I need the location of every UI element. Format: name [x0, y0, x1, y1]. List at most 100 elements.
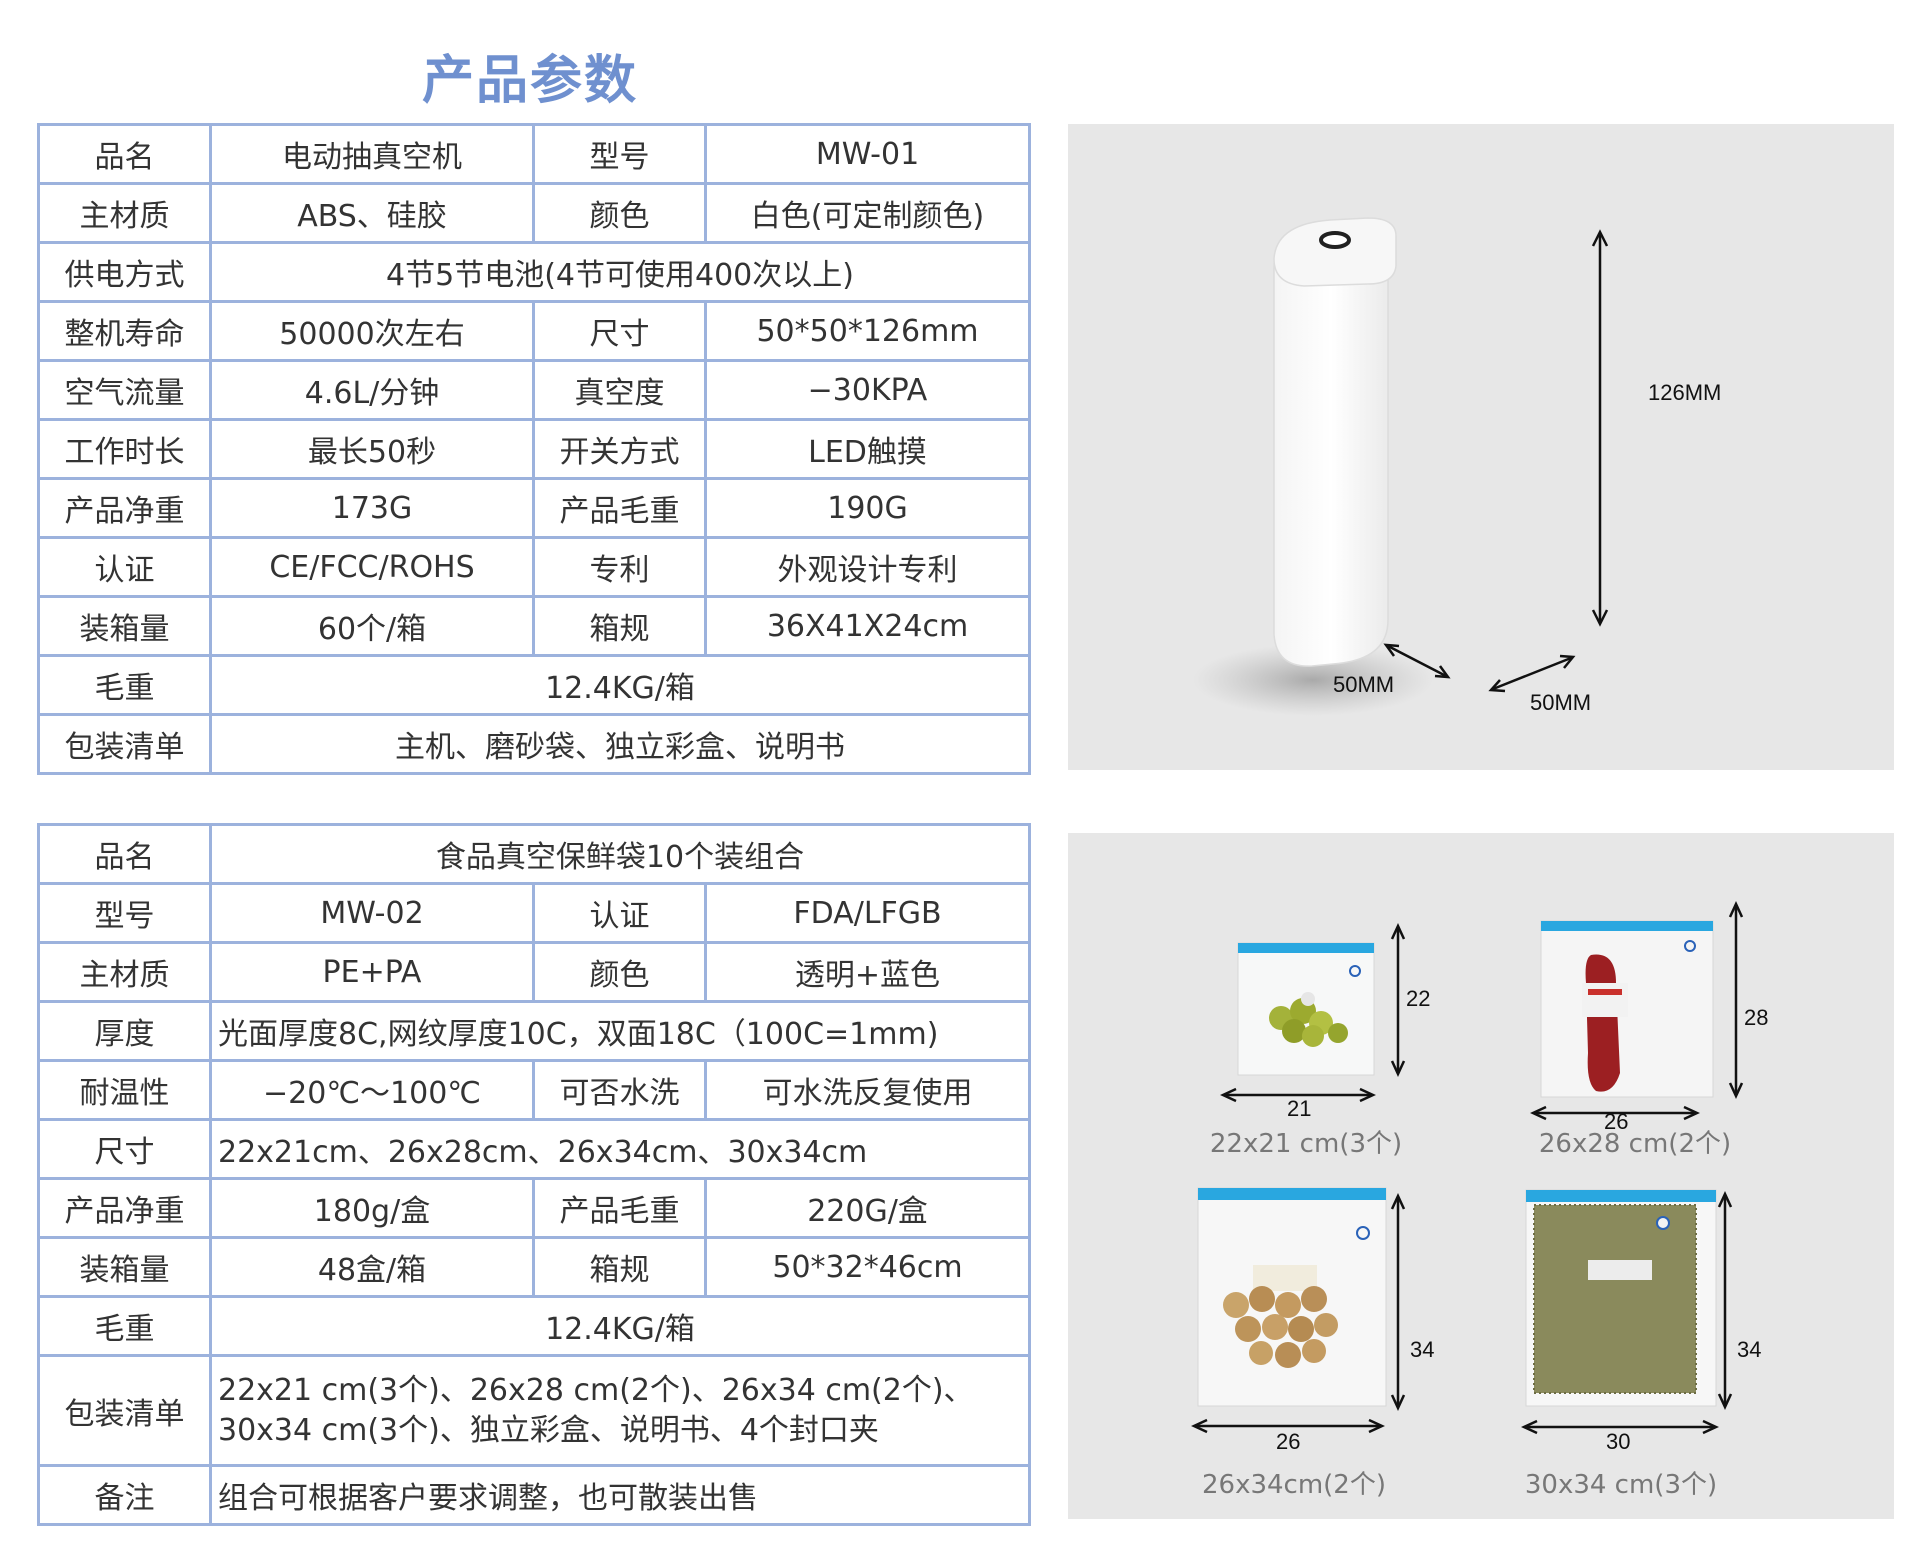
spec-label: 真空度 [532, 359, 707, 421]
spec-value: 外观设计专利 [704, 536, 1031, 598]
spec-label: 包装清单 [37, 1354, 212, 1467]
spec-label: 产品毛重 [532, 477, 707, 539]
bag-medium-meat [1540, 920, 1714, 1098]
table-row: 型号 MW-02 认证 FDA/LFGB [37, 882, 1031, 944]
spec-value: 22x21cm、26x28cm、26x34cm、30x34cm [209, 1118, 1031, 1180]
spec-label: 工作时长 [37, 418, 212, 480]
bag1-height-label: 22 [1406, 986, 1431, 1011]
width-dimension-label-right: 50MM [1530, 690, 1592, 715]
device-body [1273, 222, 1389, 667]
page-title: 产品参数 [421, 51, 638, 111]
depth-arrow-left-icon [1383, 643, 1451, 679]
table-row: 主材质 PE+PA 颜色 透明+蓝色 [37, 941, 1031, 1003]
bag4-dimension-arrows-icon [1521, 1191, 1733, 1435]
spec-label: 专利 [532, 536, 707, 598]
table-row: 包装清单 22x21 cm(3个)、26x28 cm(2个)、26x34 cm(… [37, 1354, 1031, 1467]
table-row: 尺寸 22x21cm、26x28cm、26x34cm、30x34cm [37, 1118, 1031, 1180]
bag3-width-label: 26 [1276, 1429, 1301, 1454]
power-button-icon [1319, 231, 1351, 249]
spec-value: LED触摸 [704, 418, 1031, 480]
spec-label: 厚度 [37, 1000, 212, 1062]
table-row: 装箱量 60个/箱 箱规 36X41X24cm [37, 595, 1031, 657]
spec-label: 箱规 [532, 595, 707, 657]
vacuum-bag-spec-table: 品名 食品真空保鲜袋10个装组合 型号 MW-02 认证 FDA/LFGB 主材… [37, 823, 1031, 1526]
table-row: 供电方式 4节5节电池(4节可使用400次以上) [37, 241, 1031, 303]
table-row: 备注 组合可根据客户要求调整，也可散装出售 [37, 1464, 1031, 1526]
bag2-caption: 26x28 cm(2个) [1538, 1129, 1732, 1159]
spec-label: 产品毛重 [532, 1177, 707, 1239]
table-row: 毛重 12.4KG/箱 [37, 654, 1031, 716]
spec-value: 最长50秒 [209, 418, 535, 480]
spec-value: 电动抽真空机 [209, 123, 535, 185]
bag-large-potatoes [1197, 1187, 1387, 1407]
height-dimension-label: 126MM [1648, 380, 1722, 405]
spec-value: 180g/盒 [209, 1177, 535, 1239]
table-row: 厚度 光面厚度8C,网纹厚度10C，双面18C（100C=1mm) [37, 1000, 1031, 1062]
spec-label: 可否水洗 [532, 1059, 707, 1121]
spec-label: 毛重 [37, 654, 212, 716]
spec-label: 尺寸 [532, 300, 707, 362]
width-dimension-label-left: 50MM [1333, 672, 1395, 697]
bag2-width-label: 26 [1604, 1109, 1629, 1134]
spec-value: 4节5节电池(4节可使用400次以上) [209, 241, 1031, 303]
spec-label: 装箱量 [37, 1236, 212, 1298]
bag1-width-label: 21 [1287, 1096, 1312, 1121]
table-row: 包装清单 主机、磨砂袋、独立彩盒、说明书 [37, 713, 1031, 775]
vacuum-bags-illustration [1191, 901, 1744, 1435]
bag2-dimension-arrows-icon [1530, 901, 1744, 1121]
bag3-dimension-arrows-icon [1191, 1193, 1406, 1434]
spec-value: PE+PA [209, 941, 535, 1003]
vacuum-pump-spec-table: 品名 电动抽真空机 型号 MW-01 主材质 ABS、硅胶 颜色 白色(可定制颜… [37, 123, 1031, 775]
spec-label: 品名 [37, 823, 212, 885]
spec-label: 箱规 [532, 1236, 707, 1298]
spec-value: 60个/箱 [209, 595, 535, 657]
height-arrow-icon [1591, 229, 1609, 627]
spec-value: 白色(可定制颜色) [704, 182, 1031, 244]
bag2-height-label: 28 [1744, 1005, 1769, 1030]
bag1-caption: 22x21 cm(3个) [1209, 1129, 1403, 1159]
spec-value: 48盒/箱 [209, 1236, 535, 1298]
spec-label: 包装清单 [37, 713, 212, 775]
spec-value: 22x21 cm(3个)、26x28 cm(2个)、26x34 cm(2个)、3… [209, 1354, 1031, 1467]
spec-label: 装箱量 [37, 595, 212, 657]
spec-value: 4.6L/分钟 [209, 359, 535, 421]
spec-label: 空气流量 [37, 359, 212, 421]
spec-value: 12.4KG/箱 [209, 654, 1031, 716]
bag3-height-label: 34 [1410, 1337, 1435, 1362]
table-row: 产品净重 173G 产品毛重 190G [37, 477, 1031, 539]
spec-value: 光面厚度8C,网纹厚度10C，双面18C（100C=1mm) [209, 1000, 1031, 1062]
table-row: 空气流量 4.6L/分钟 真空度 −30KPA [37, 359, 1031, 421]
spec-value: 组合可根据客户要求调整，也可散装出售 [209, 1464, 1031, 1526]
bags-image-panel: 22 21 22x21 cm(3个) 28 26 26x28 cm(2个) 34… [1068, 833, 1894, 1519]
spec-label: 产品净重 [37, 1177, 212, 1239]
bag4-caption: 30x34 cm(3个) [1524, 1470, 1718, 1500]
table-row: 产品净重 180g/盒 产品毛重 220G/盒 [37, 1177, 1031, 1239]
table-row: 主材质 ABS、硅胶 颜色 白色(可定制颜色) [37, 182, 1031, 244]
spec-value: 220G/盒 [704, 1177, 1031, 1239]
spec-value: 190G [704, 477, 1031, 539]
spec-value: MW-02 [209, 882, 535, 944]
device-lid [1273, 217, 1397, 287]
spec-label: 备注 [37, 1464, 212, 1526]
table-row: 工作时长 最长50秒 开关方式 LED触摸 [37, 418, 1031, 480]
table-row: 品名 电动抽真空机 型号 MW-01 [37, 123, 1031, 185]
depth-arrow-right-icon [1488, 654, 1576, 693]
device-shadow [1193, 644, 1433, 716]
spec-label: 认证 [532, 882, 707, 944]
spec-value: 主机、磨砂袋、独立彩盒、说明书 [209, 713, 1031, 775]
bag4-width-label: 30 [1606, 1429, 1631, 1454]
spec-label: 型号 [532, 123, 707, 185]
spec-value: 36X41X24cm [704, 595, 1031, 657]
spec-label: 颜色 [532, 941, 707, 1003]
bag4-height-label: 34 [1737, 1337, 1762, 1362]
spec-value: 50000次左右 [209, 300, 535, 362]
table-row: 认证 CE/FCC/ROHS 专利 外观设计专利 [37, 536, 1031, 598]
spec-label: 整机寿命 [37, 300, 212, 362]
spec-label: 产品净重 [37, 477, 212, 539]
spec-label: 耐温性 [37, 1059, 212, 1121]
bag-large-beans [1525, 1189, 1717, 1407]
spec-label: 尺寸 [37, 1118, 212, 1180]
spec-label: 颜色 [532, 182, 707, 244]
bag-small-olives [1237, 942, 1375, 1076]
bag1-dimension-arrows-icon [1220, 923, 1406, 1103]
